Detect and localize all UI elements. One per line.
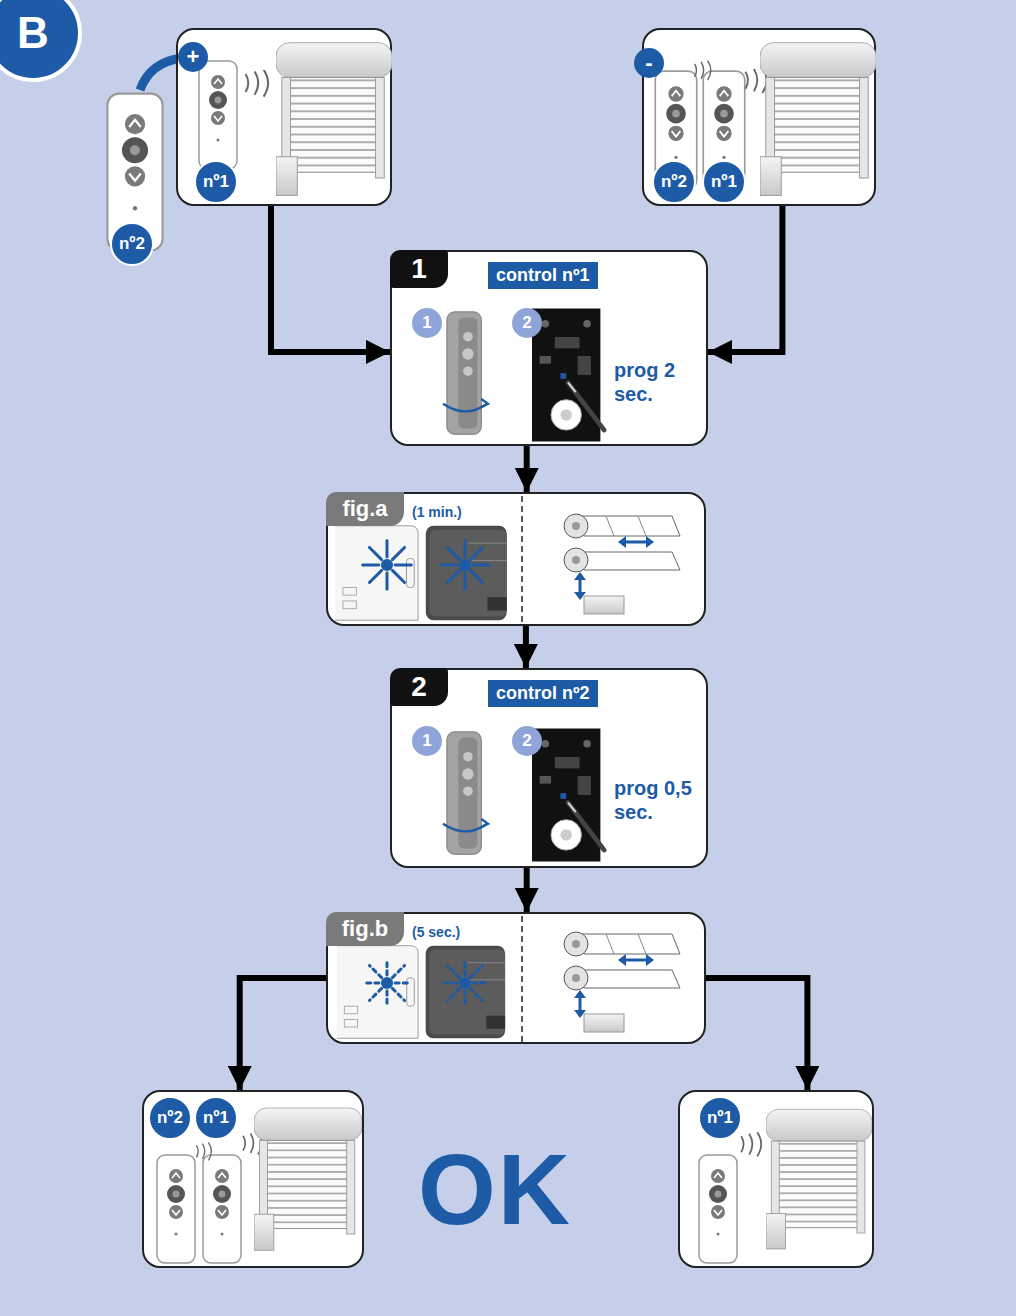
instruction-text: prog 2 sec.: [614, 358, 706, 406]
duration-note: (1 min.): [412, 504, 462, 520]
remove-sign: -: [634, 48, 664, 78]
scene-panel: nº2nº1: [142, 1090, 364, 1268]
figure-box: fig.b (5 sec.): [326, 912, 706, 1044]
callout-number: 2: [512, 308, 542, 338]
flow-arrow: [524, 868, 530, 912]
callout-number: 1: [412, 726, 442, 756]
remote-number: nº1: [698, 1096, 742, 1140]
step-title: control nº2: [488, 680, 598, 707]
figure-box: fig.a (1 min.): [326, 492, 706, 626]
duration-note: (5 sec.): [412, 924, 460, 940]
flow-arrow: [523, 626, 529, 668]
step-box: 2 control nº2 1 2 prog 0,5 sec.: [390, 668, 708, 868]
flow-arrow: [240, 978, 326, 1090]
figure-tag: fig.a: [326, 492, 404, 526]
flow-arrow: [708, 206, 782, 352]
scene-panel: nº2nº1: [642, 28, 876, 206]
remote-number: nº2: [652, 160, 696, 204]
instruction-text: prog 0,5 sec.: [614, 776, 706, 824]
step-box: 1 control nº1 1 2 prog 2 sec.: [390, 250, 708, 446]
step-number: 2: [390, 668, 448, 706]
step-number: 1: [390, 250, 448, 288]
step-letter: B: [0, 0, 78, 78]
add-sign: +: [178, 42, 208, 72]
remote-number: nº1: [194, 160, 238, 204]
remote-number: nº1: [702, 160, 746, 204]
flow-arrow: [271, 206, 390, 352]
step-title: control nº1: [488, 262, 598, 289]
figure-tag: fig.b: [326, 912, 404, 946]
scene-panel: nº1: [176, 28, 392, 206]
remote-number: nº2: [148, 1096, 192, 1140]
callout-number: 2: [512, 726, 542, 756]
callout-number: 1: [412, 308, 442, 338]
flow-arrow: [524, 446, 530, 492]
remote-number: nº2: [110, 222, 154, 266]
scene-panel: nº1: [678, 1090, 874, 1268]
remote-number: nº1: [194, 1096, 238, 1140]
step-badge: B: [0, 0, 82, 82]
flow-arrow: [706, 978, 807, 1090]
confirmation-text: OK: [418, 1132, 572, 1247]
